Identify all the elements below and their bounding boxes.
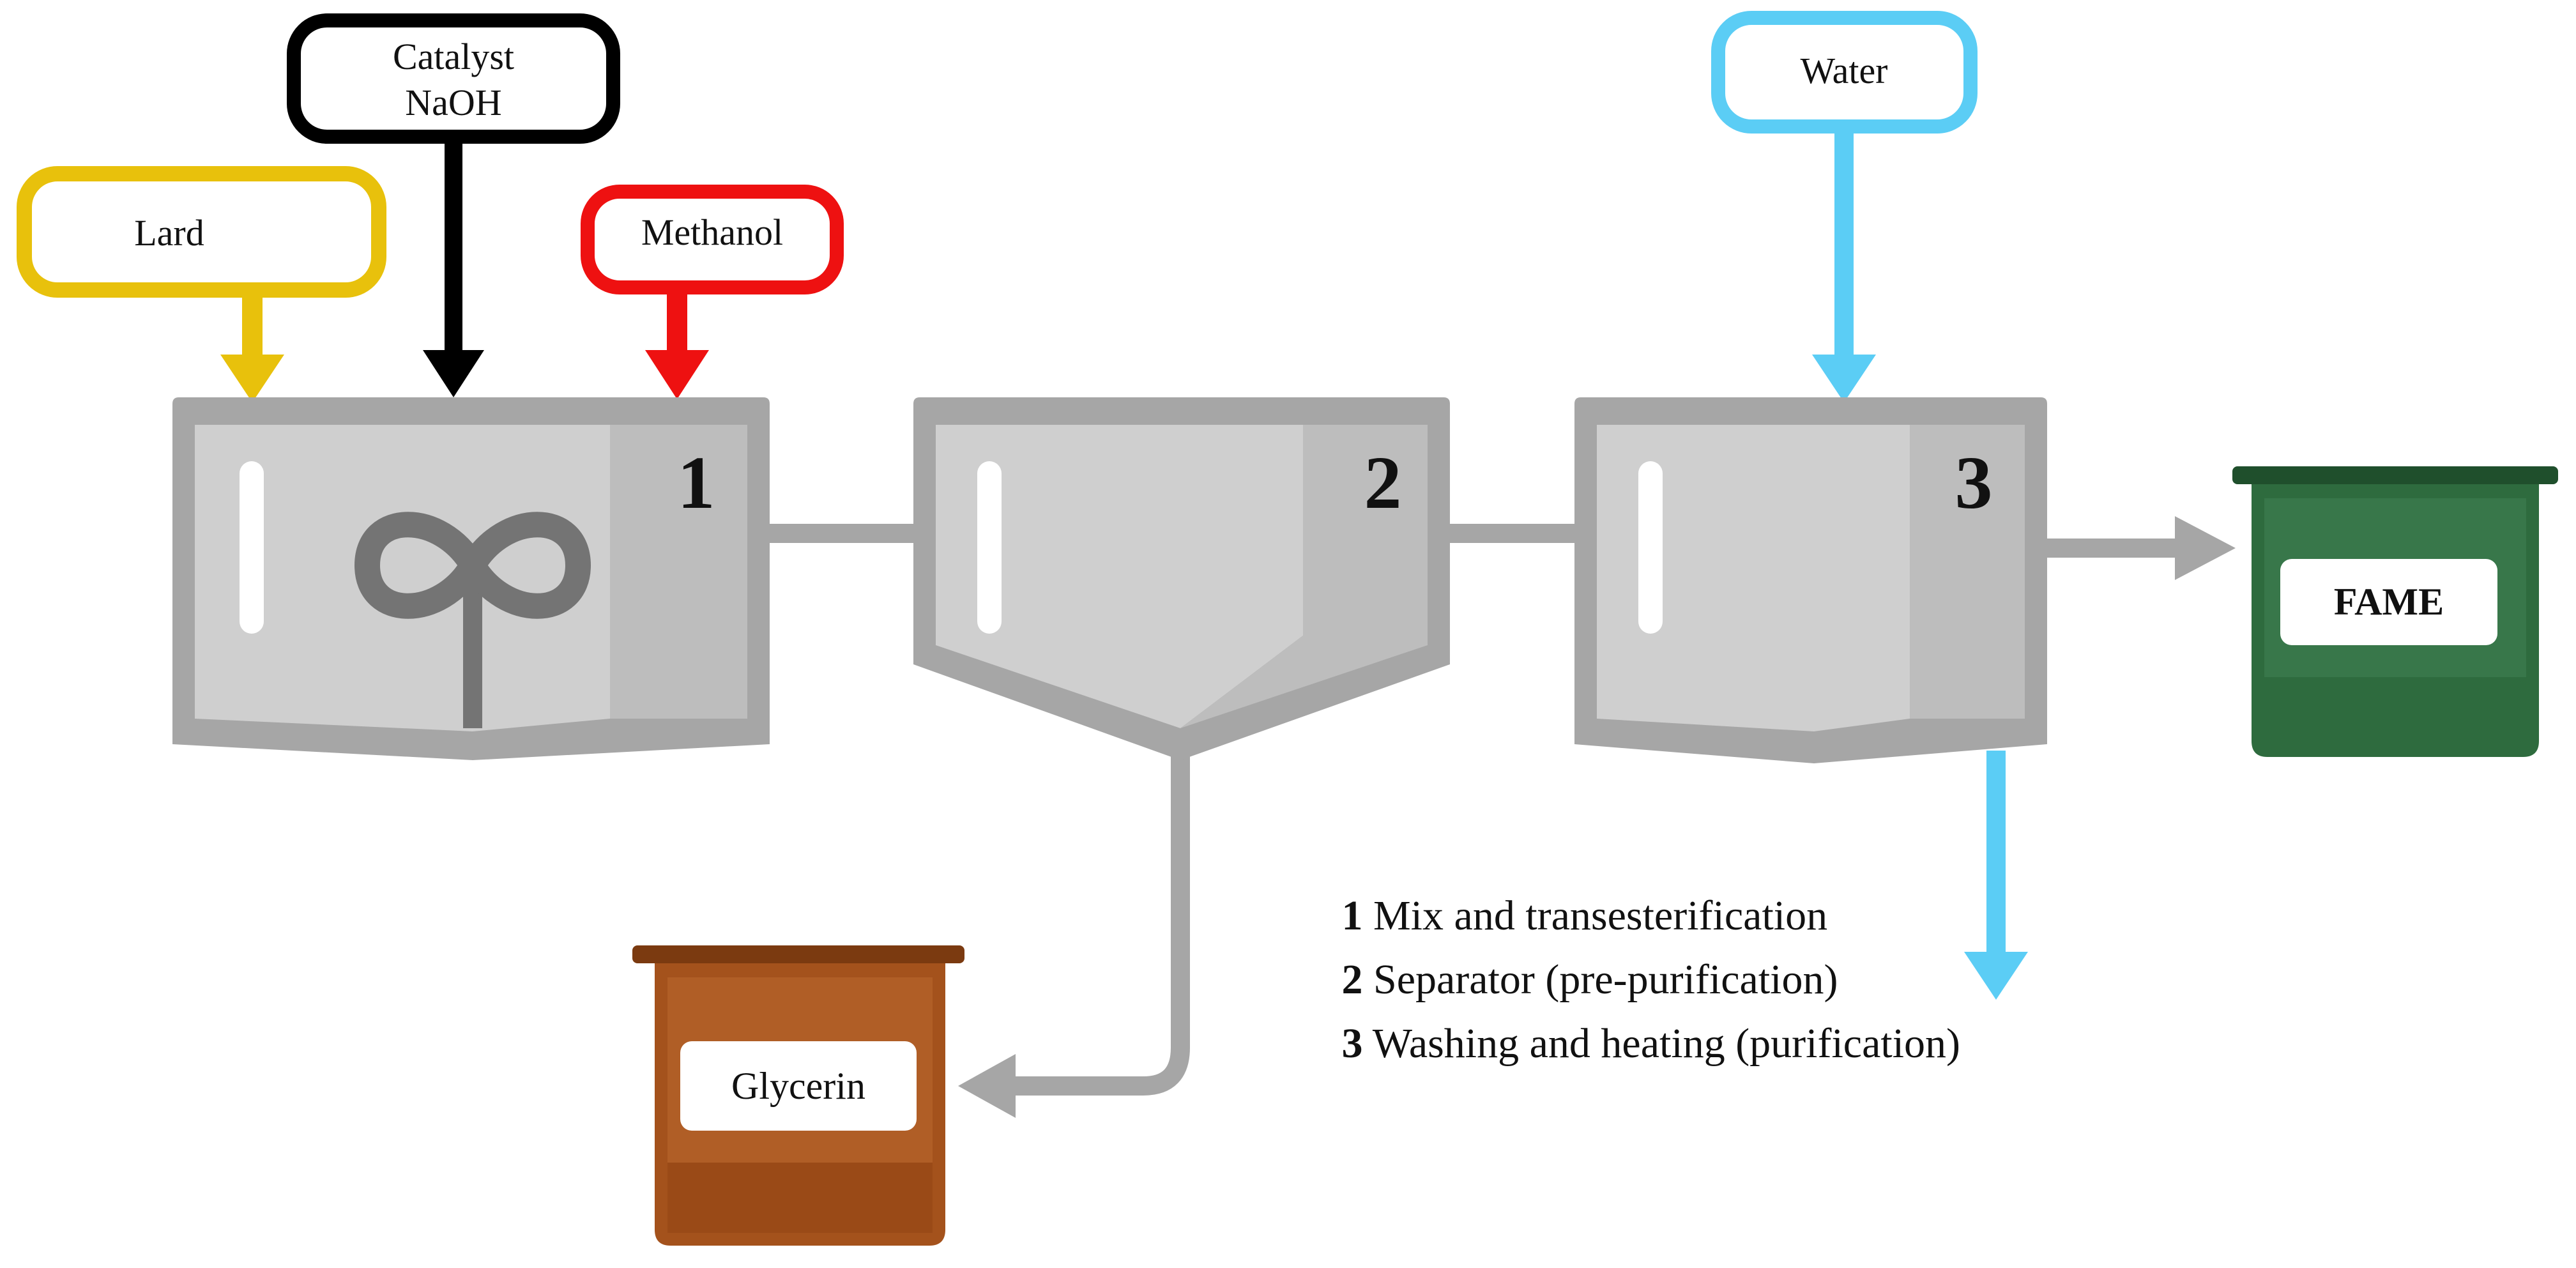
unit-2-separator: 2: [913, 397, 1450, 760]
unit-2-number: 2: [1364, 441, 1402, 524]
glycerin-label-box: [680, 1041, 917, 1131]
unit-1-reactor: 1: [172, 397, 770, 760]
water-label: Water: [1800, 50, 1887, 91]
legend-item: 1 Mix and transesterification: [1268, 892, 1880, 939]
legend-item: 2 Separator (pre-purification): [1268, 956, 1891, 1003]
fame-tank: FAME: [2232, 466, 2558, 757]
pipe-unit2-to-glycerin: [958, 754, 1190, 1118]
agitator-icon: [354, 512, 591, 728]
pipe-unit3-to-fame: [2047, 516, 2236, 580]
methanol-label: Methanol: [641, 211, 783, 253]
pipes: [766, 516, 2236, 1118]
water-feed: Water: [1711, 11, 1978, 402]
unit-2-sight-glass: [977, 461, 1002, 634]
water-out: [1964, 751, 2028, 1000]
legend: 1 Mix and transesterification 2 Separato…: [1268, 892, 2013, 1067]
glycerin-label: Glycerin: [731, 1065, 865, 1107]
unit-1-number: 1: [678, 441, 715, 524]
catalyst-label-line1: Catalyst: [393, 36, 514, 77]
unit-3-sight-glass: [1638, 461, 1663, 634]
lard-feed: Lard: [17, 166, 386, 402]
legend-item: 3 Washing and heating (purification): [1268, 1020, 2013, 1067]
fame-label: FAME: [2334, 581, 2444, 623]
glycerin-tank: Glycerin: [632, 945, 964, 1246]
legend-text: Washing and heating (purification): [1363, 1020, 1961, 1067]
unit-3-washer: 3: [1574, 397, 2047, 763]
legend-text: Separator (pre-purification): [1363, 956, 1838, 1003]
lard-label: Lard: [134, 212, 204, 254]
fame-label-box: [2280, 559, 2497, 645]
unit-3-number: 3: [1955, 441, 1993, 524]
methanol-feed: Methanol: [581, 185, 844, 399]
legend-number: 1: [1342, 892, 1363, 939]
catalyst-label-line2: NaOH: [405, 82, 501, 123]
legend-number: 2: [1342, 956, 1363, 1003]
legend-number: 3: [1342, 1020, 1363, 1067]
lard-input-box: [17, 166, 386, 298]
legend-text: Mix and transesterification: [1363, 892, 1828, 939]
catalyst-feed: Catalyst NaOH: [287, 13, 620, 397]
unit-1-sight-glass: [240, 461, 264, 634]
methanol-input-box: [581, 185, 844, 294]
